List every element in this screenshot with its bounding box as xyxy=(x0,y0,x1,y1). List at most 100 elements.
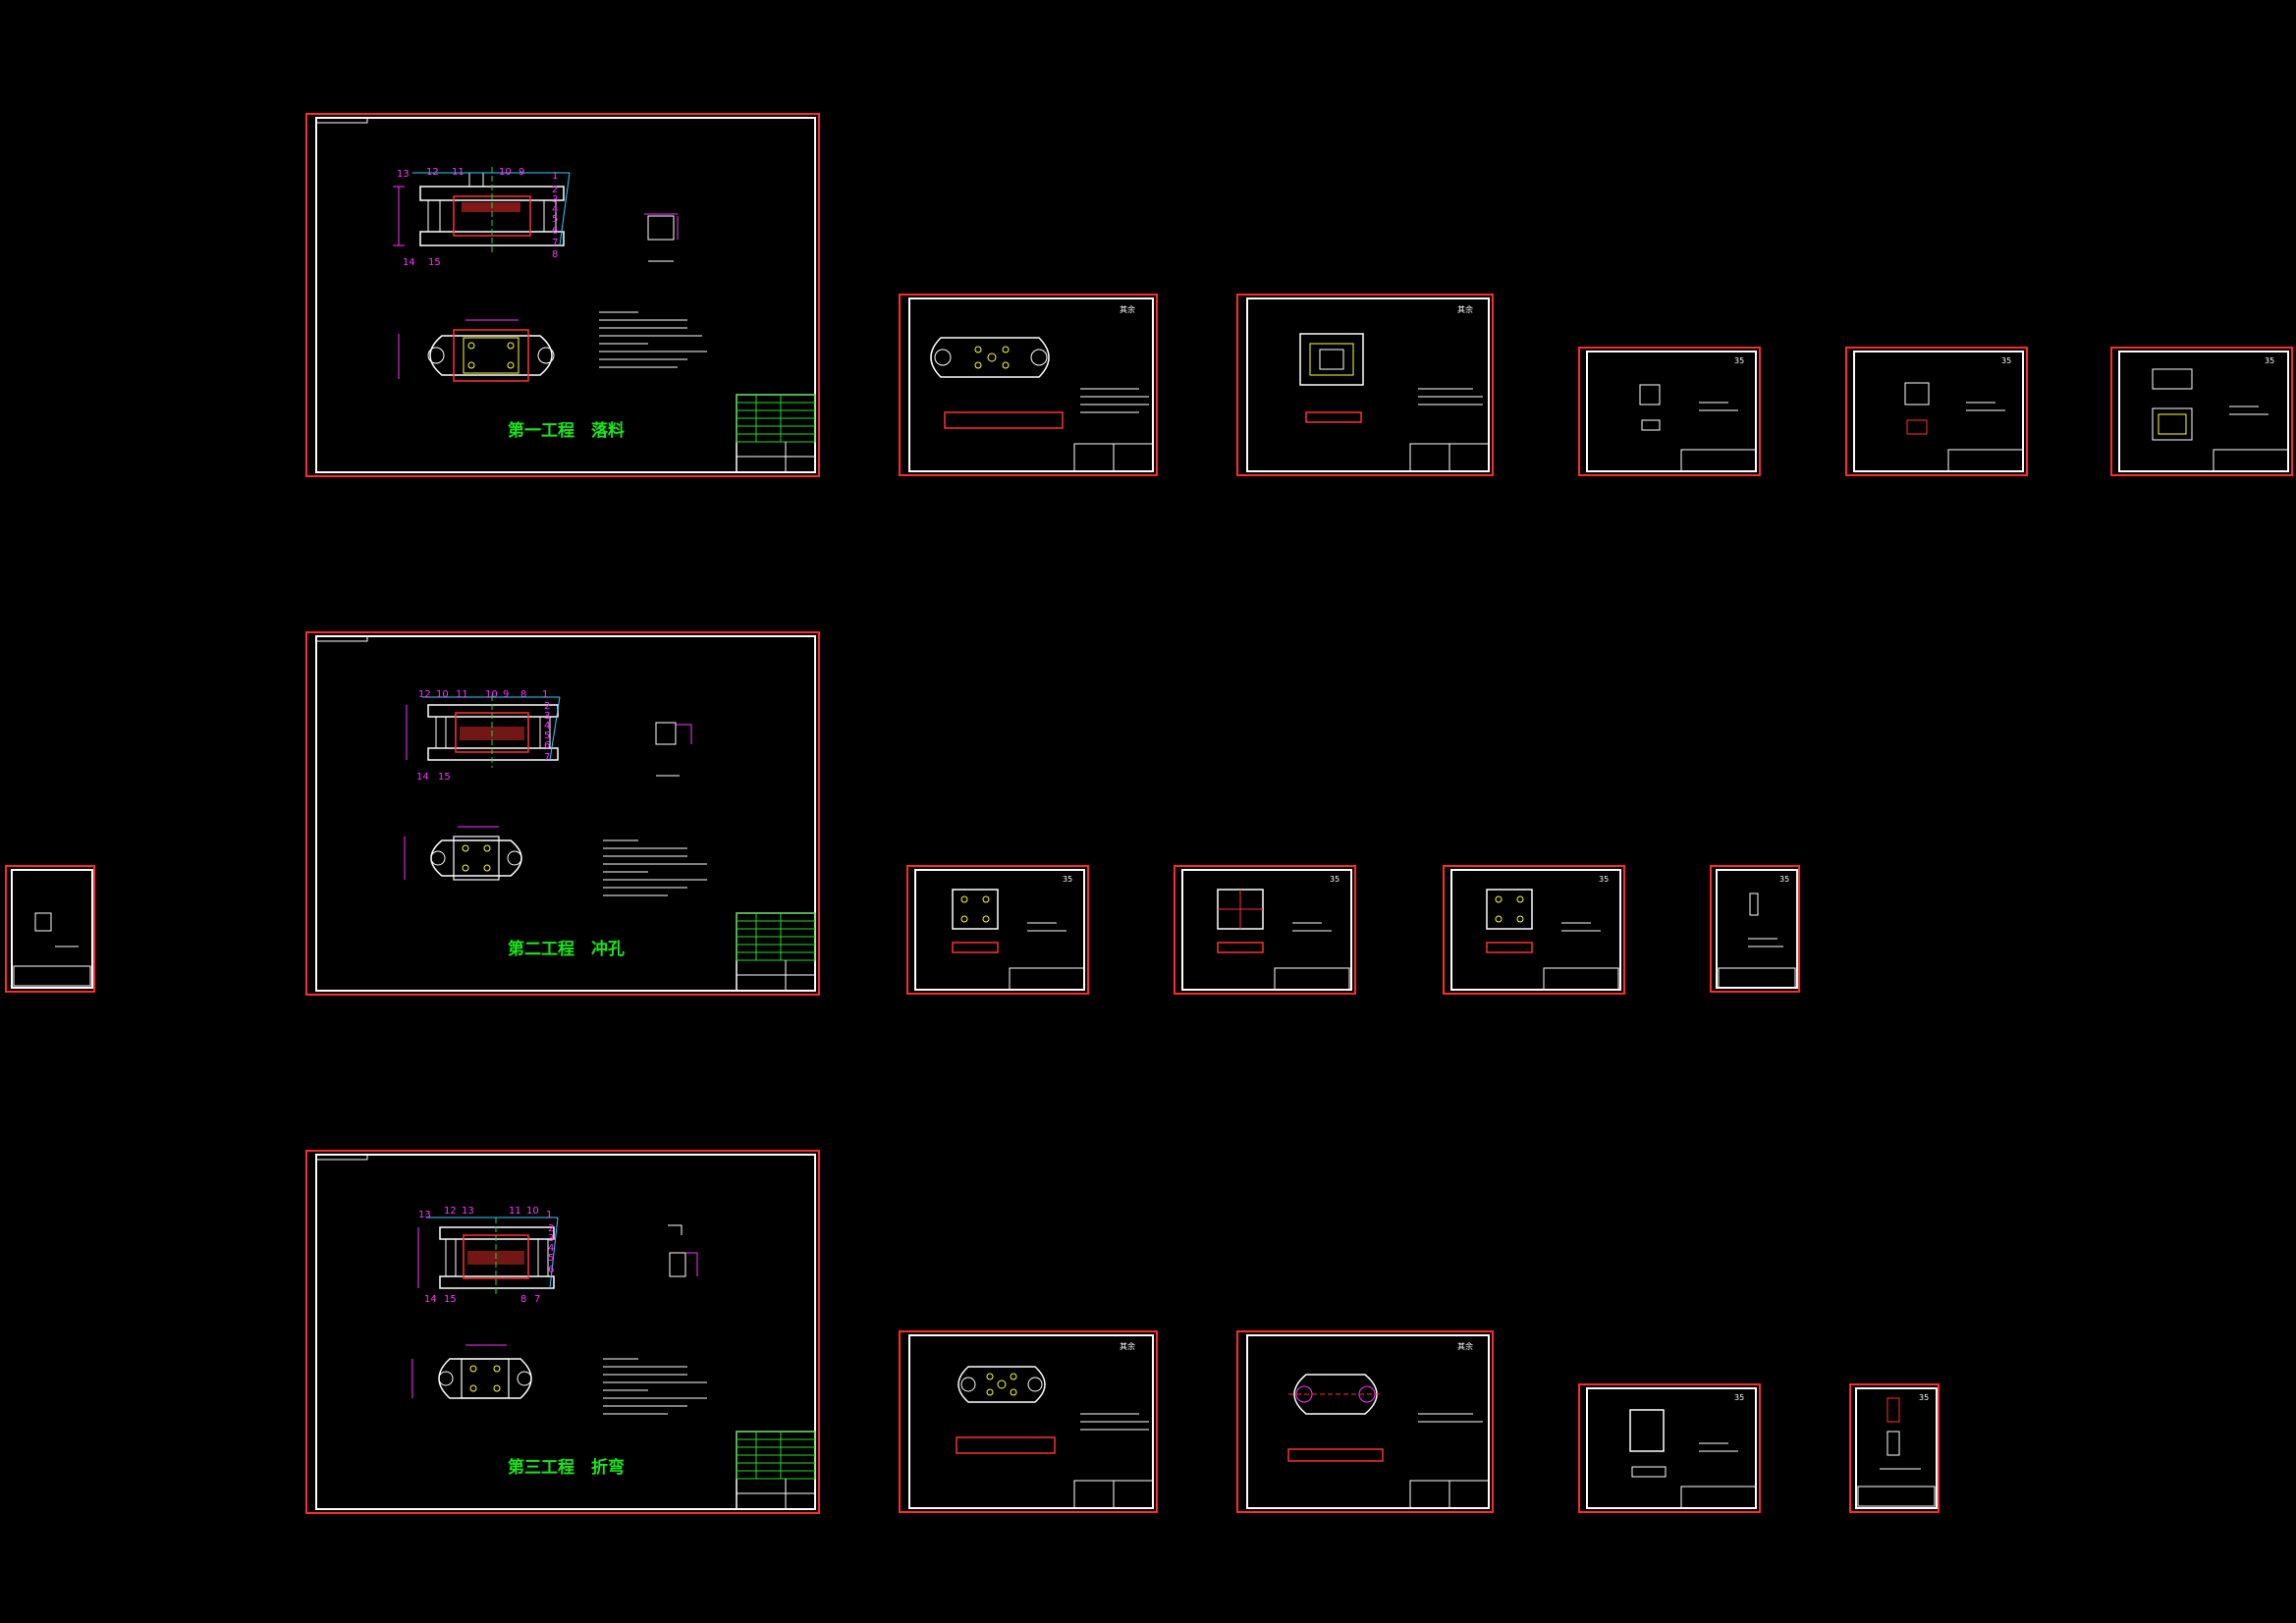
tech-notes xyxy=(603,839,707,896)
part-sheet-row3-lower-plate[interactable]: 其余 xyxy=(899,1330,1158,1513)
svg-text:3: 3 xyxy=(544,711,550,722)
svg-text:11: 11 xyxy=(456,689,468,700)
svg-text:5: 5 xyxy=(552,214,558,225)
svg-text:10: 10 xyxy=(485,689,498,700)
sheet-outer-border xyxy=(305,1150,820,1514)
part-sheet-row2-b[interactable]: 35 xyxy=(1174,865,1356,995)
svg-text:13: 13 xyxy=(397,169,410,180)
svg-text:12: 12 xyxy=(418,689,431,700)
title-block xyxy=(736,912,816,992)
sheet-outer-border xyxy=(305,113,820,477)
svg-text:7: 7 xyxy=(544,752,550,763)
svg-text:10: 10 xyxy=(526,1206,539,1217)
corner-label-box xyxy=(315,635,368,642)
svg-text:9: 9 xyxy=(519,167,524,178)
svg-text:15: 15 xyxy=(428,257,441,268)
roughness-mark: 35 xyxy=(1734,356,1744,365)
roughness-mark: 其余 xyxy=(1120,1341,1135,1351)
part-sheet-row2-c[interactable]: 35 xyxy=(1443,865,1625,995)
workpiece-sketch xyxy=(644,213,679,262)
part-sheet-upper-die-plate[interactable]: 其余 xyxy=(1236,294,1494,476)
part-sheet-lower-die-plate[interactable]: 其余 xyxy=(899,294,1158,476)
die-front-view xyxy=(406,695,561,768)
part-sheet-row2-a[interactable]: 35 xyxy=(906,865,1089,995)
part-sheet-small-1[interactable]: 35 xyxy=(1578,347,1761,476)
svg-text:5: 5 xyxy=(544,730,550,741)
svg-text:2: 2 xyxy=(544,701,550,712)
svg-text:6: 6 xyxy=(552,226,558,237)
part-sheet-small-3[interactable]: 35 xyxy=(2110,347,2293,476)
part-sheet-row2-d[interactable]: 35 xyxy=(1710,865,1800,993)
svg-text:12: 12 xyxy=(426,167,439,178)
svg-text:14: 14 xyxy=(424,1294,437,1305)
roughness-mark: 其余 xyxy=(1457,1341,1473,1351)
svg-text:15: 15 xyxy=(438,772,451,783)
assembly-sheet-blanking[interactable]: 13 12 11 10 9 1 2 3 4 5 6 7 8 14 15 xyxy=(305,113,820,477)
svg-text:13: 13 xyxy=(418,1210,431,1220)
sheet-inner-border xyxy=(315,635,816,992)
svg-text:11: 11 xyxy=(509,1206,521,1217)
part-sheet-left-small[interactable] xyxy=(5,865,95,993)
assembly-sheet-piercing[interactable]: 12 10 11 10 9 8 1 2 3 4 5 6 7 14 15 xyxy=(305,631,820,996)
svg-text:7: 7 xyxy=(552,238,558,248)
roughness-mark: 35 xyxy=(1919,1393,1929,1402)
title-block xyxy=(736,1431,816,1510)
roughness-mark: 35 xyxy=(2265,356,2274,365)
svg-text:9: 9 xyxy=(503,689,509,700)
die-plan-view xyxy=(398,319,555,382)
roughness-mark: 其余 xyxy=(1457,304,1473,314)
roughness-mark: 35 xyxy=(1734,1393,1744,1402)
die-front-view xyxy=(417,1217,559,1296)
sheet-title: 第三工程 折弯 xyxy=(508,1457,625,1478)
svg-text:7: 7 xyxy=(534,1294,540,1305)
svg-text:12: 12 xyxy=(444,1206,457,1217)
svg-text:3: 3 xyxy=(552,194,558,205)
svg-text:5: 5 xyxy=(548,1253,554,1264)
die-plan-view xyxy=(404,826,522,881)
svg-text:4: 4 xyxy=(552,204,558,215)
roughness-mark: 35 xyxy=(1779,875,1789,884)
part-number-labels: 13 12 13 11 10 1 2 3 4 5 6 7 8 14 15 xyxy=(418,1206,554,1305)
svg-text:1: 1 xyxy=(546,1210,552,1220)
svg-text:8: 8 xyxy=(552,249,558,260)
svg-text:4: 4 xyxy=(544,721,550,731)
svg-text:6: 6 xyxy=(544,740,550,751)
svg-text:6: 6 xyxy=(548,1265,554,1275)
tech-notes xyxy=(603,1358,707,1415)
svg-text:1: 1 xyxy=(552,171,558,182)
svg-text:2: 2 xyxy=(548,1223,554,1234)
part-number-labels: 12 10 11 10 9 8 1 2 3 4 5 6 7 14 15 xyxy=(416,689,550,783)
part-sheet-small-2[interactable]: 35 xyxy=(1845,347,2028,476)
workpiece-sketch xyxy=(655,722,692,777)
svg-text:2: 2 xyxy=(552,185,558,195)
roughness-mark: 35 xyxy=(1063,875,1072,884)
sheet-outer-border xyxy=(305,631,820,996)
svg-text:3: 3 xyxy=(548,1233,554,1244)
part-sheet-row3-upper-plate[interactable]: 其余 xyxy=(1236,1330,1494,1513)
assembly-sheet-bending[interactable]: 13 12 13 11 10 1 2 3 4 5 6 7 8 14 15 xyxy=(305,1150,820,1514)
die-plan-view xyxy=(411,1344,532,1399)
svg-text:8: 8 xyxy=(520,1294,526,1305)
svg-text:13: 13 xyxy=(462,1206,474,1217)
svg-text:15: 15 xyxy=(444,1294,457,1305)
svg-text:4: 4 xyxy=(548,1243,554,1254)
die-front-view xyxy=(393,167,571,255)
part-number-labels: 13 12 11 10 9 1 2 3 4 5 6 7 8 14 15 xyxy=(397,167,558,268)
sheet-title: 第一工程 落料 xyxy=(508,420,625,441)
svg-text:1: 1 xyxy=(542,689,548,700)
roughness-mark: 其余 xyxy=(1120,304,1135,314)
tech-notes xyxy=(599,311,707,368)
roughness-mark: 35 xyxy=(1599,875,1609,884)
part-sheet-row3-small-1[interactable]: 35 xyxy=(1578,1383,1761,1513)
part-sheet-row3-small-2[interactable]: 35 xyxy=(1849,1383,1940,1513)
svg-text:10: 10 xyxy=(436,689,449,700)
svg-text:11: 11 xyxy=(452,167,465,178)
sheet-inner-border xyxy=(315,117,816,473)
roughness-mark: 35 xyxy=(1330,875,1339,884)
title-block xyxy=(736,394,816,473)
svg-text:14: 14 xyxy=(403,257,415,268)
roughness-mark: 35 xyxy=(2001,356,2011,365)
svg-text:10: 10 xyxy=(499,167,512,178)
svg-text:14: 14 xyxy=(416,772,429,783)
